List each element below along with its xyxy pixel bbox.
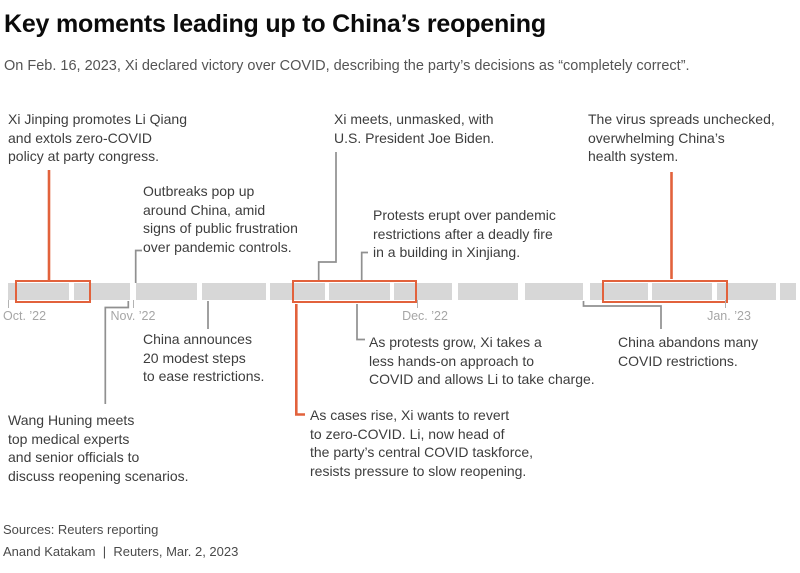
annotation-wang-huning: Wang Huning meets top medical experts an… (8, 412, 189, 484)
timeline-segment (652, 283, 712, 300)
sources-note: Sources: Reuters reporting (3, 522, 159, 537)
annotation-twenty-steps: China announces 20 modest steps to ease … (143, 331, 265, 384)
timeline-segment (780, 283, 796, 300)
highlight-box (602, 280, 728, 303)
month-tick (133, 300, 134, 308)
annotation-abandons-restrictions: China abandons many COVID restrictions. (618, 334, 759, 369)
month-label: Dec. ’22 (402, 309, 448, 323)
highlight-box (15, 280, 91, 303)
protests-grow-connector-line (356, 304, 365, 341)
month-tick (725, 300, 726, 308)
byline: Anand Katakam | Reuters, Mar. 2, 2023 (3, 544, 239, 559)
page-title: Key moments leading up to China’s reopen… (4, 10, 546, 38)
cases-rise-connector-line (295, 304, 305, 416)
timeline-segment (458, 283, 518, 300)
wang-huning-connector-line (104, 301, 130, 404)
month-tick (8, 300, 9, 308)
outbreaks-connector-line (134, 249, 142, 283)
highlight-box (292, 280, 417, 303)
timeline-segment (202, 283, 266, 300)
timeline-segment (717, 283, 776, 300)
biden-meeting-connector-line (317, 152, 337, 280)
timeline-segment (525, 283, 583, 300)
protests-erupt-connector-line (360, 251, 368, 280)
annotation-protests-erupt: Protests erupt over pandemic restriction… (373, 207, 556, 260)
timeline-segment (590, 283, 648, 300)
timeline-segment (8, 283, 69, 300)
timeline-segment (136, 283, 197, 300)
timeline-segment (270, 283, 325, 300)
timeline-segment (329, 283, 390, 300)
annotation-virus-spreads: The virus spreads unchecked, overwhelmin… (588, 111, 775, 164)
page-subtitle: On Feb. 16, 2023, Xi declared victory ov… (4, 58, 690, 74)
annotation-outbreaks: Outbreaks pop up around China, amid sign… (143, 183, 298, 255)
month-label: Nov. ’22 (110, 309, 156, 323)
annotation-biden-meeting: Xi meets, unmasked, with U.S. President … (334, 111, 495, 146)
timeline-segment (394, 283, 452, 300)
annotation-cases-rise: As cases rise, Xi wants to revert to zer… (310, 407, 534, 479)
abandons-connector-line (582, 301, 662, 329)
annotation-party-congress: Xi Jinping promotes Li Qiang and extols … (8, 111, 187, 164)
timeline-segment (74, 283, 130, 300)
month-tick (417, 300, 418, 308)
month-label: Jan. ’23 (707, 309, 751, 323)
annotation-protests-grow: As protests grow, Xi takes a less hands-… (369, 334, 595, 387)
month-label: Oct. ’22 (3, 309, 47, 323)
